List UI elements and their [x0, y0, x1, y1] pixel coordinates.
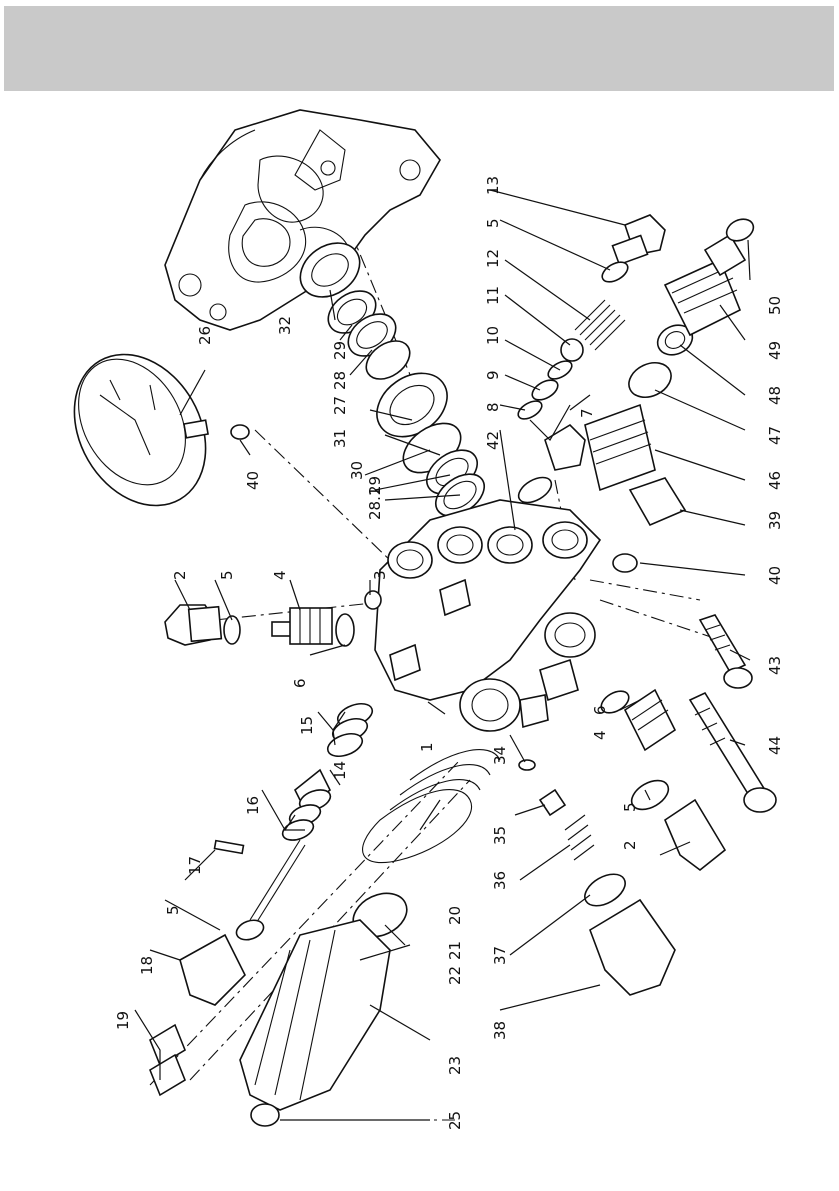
label-18: 18: [138, 956, 156, 975]
label-16: 16: [244, 796, 262, 815]
label-29-top: 29: [331, 341, 349, 360]
label-2-top: 2: [171, 570, 189, 580]
label-46: 46: [766, 471, 784, 490]
cylinder-stack: [290, 232, 492, 524]
label-36: 36: [491, 871, 509, 890]
label-48: 48: [766, 386, 784, 405]
label-39: 39: [766, 511, 784, 530]
label-5-top: 5: [218, 570, 236, 580]
bolts: [690, 615, 776, 812]
label-9: 9: [484, 370, 502, 380]
label-5-right: 5: [484, 218, 502, 228]
label-20: 20: [446, 906, 464, 925]
label-49: 49: [766, 341, 784, 360]
label-2-bottom: 2: [621, 840, 639, 850]
label-40-left: 40: [244, 471, 262, 490]
label-29-bottom: 29: [366, 476, 384, 495]
label-10: 10: [484, 326, 502, 345]
label-43: 43: [766, 656, 784, 675]
label-31: 31: [331, 429, 349, 448]
label-40-right: 40: [766, 566, 784, 585]
label-4-bottom: 4: [591, 730, 609, 740]
label-11: 11: [484, 286, 502, 305]
label-47: 47: [766, 426, 784, 445]
pressure-gauge: [48, 331, 249, 530]
label-30: 30: [348, 461, 366, 480]
left-valve-stack: [165, 591, 381, 646]
label-25: 25: [446, 1111, 464, 1130]
label-50: 50: [766, 296, 784, 315]
label-27: 27: [331, 396, 349, 415]
manifold-body: [375, 500, 600, 731]
label-7: 7: [578, 408, 596, 418]
label-28: 28: [331, 371, 349, 390]
label-32: 32: [276, 316, 294, 335]
label-1: 1: [418, 742, 436, 752]
label-44: 44: [766, 736, 784, 755]
label-15: 15: [298, 716, 316, 735]
label-4-top: 4: [271, 570, 289, 580]
label-14: 14: [331, 761, 349, 780]
label-23: 23: [446, 1056, 464, 1075]
label-5-left: 5: [164, 905, 182, 915]
label-8: 8: [484, 402, 502, 412]
label-3: 3: [371, 570, 389, 580]
label-22: 22: [446, 966, 464, 985]
label-6-top: 6: [291, 678, 309, 688]
label-19: 19: [114, 1011, 132, 1030]
label-5-lower: 5: [621, 802, 639, 812]
label-6-bottom: 6: [591, 705, 609, 715]
label-13: 13: [484, 176, 502, 195]
label-37: 37: [491, 946, 509, 965]
label-17: 17: [186, 856, 204, 875]
label-34: 34: [491, 746, 509, 765]
label-38: 38: [491, 1021, 509, 1040]
crankcase-housing: [165, 110, 440, 330]
label-35: 35: [491, 826, 509, 845]
label-12: 12: [484, 249, 502, 268]
label-42: 42: [484, 431, 502, 450]
label-26: 26: [196, 326, 214, 345]
label-21: 21: [446, 941, 464, 960]
